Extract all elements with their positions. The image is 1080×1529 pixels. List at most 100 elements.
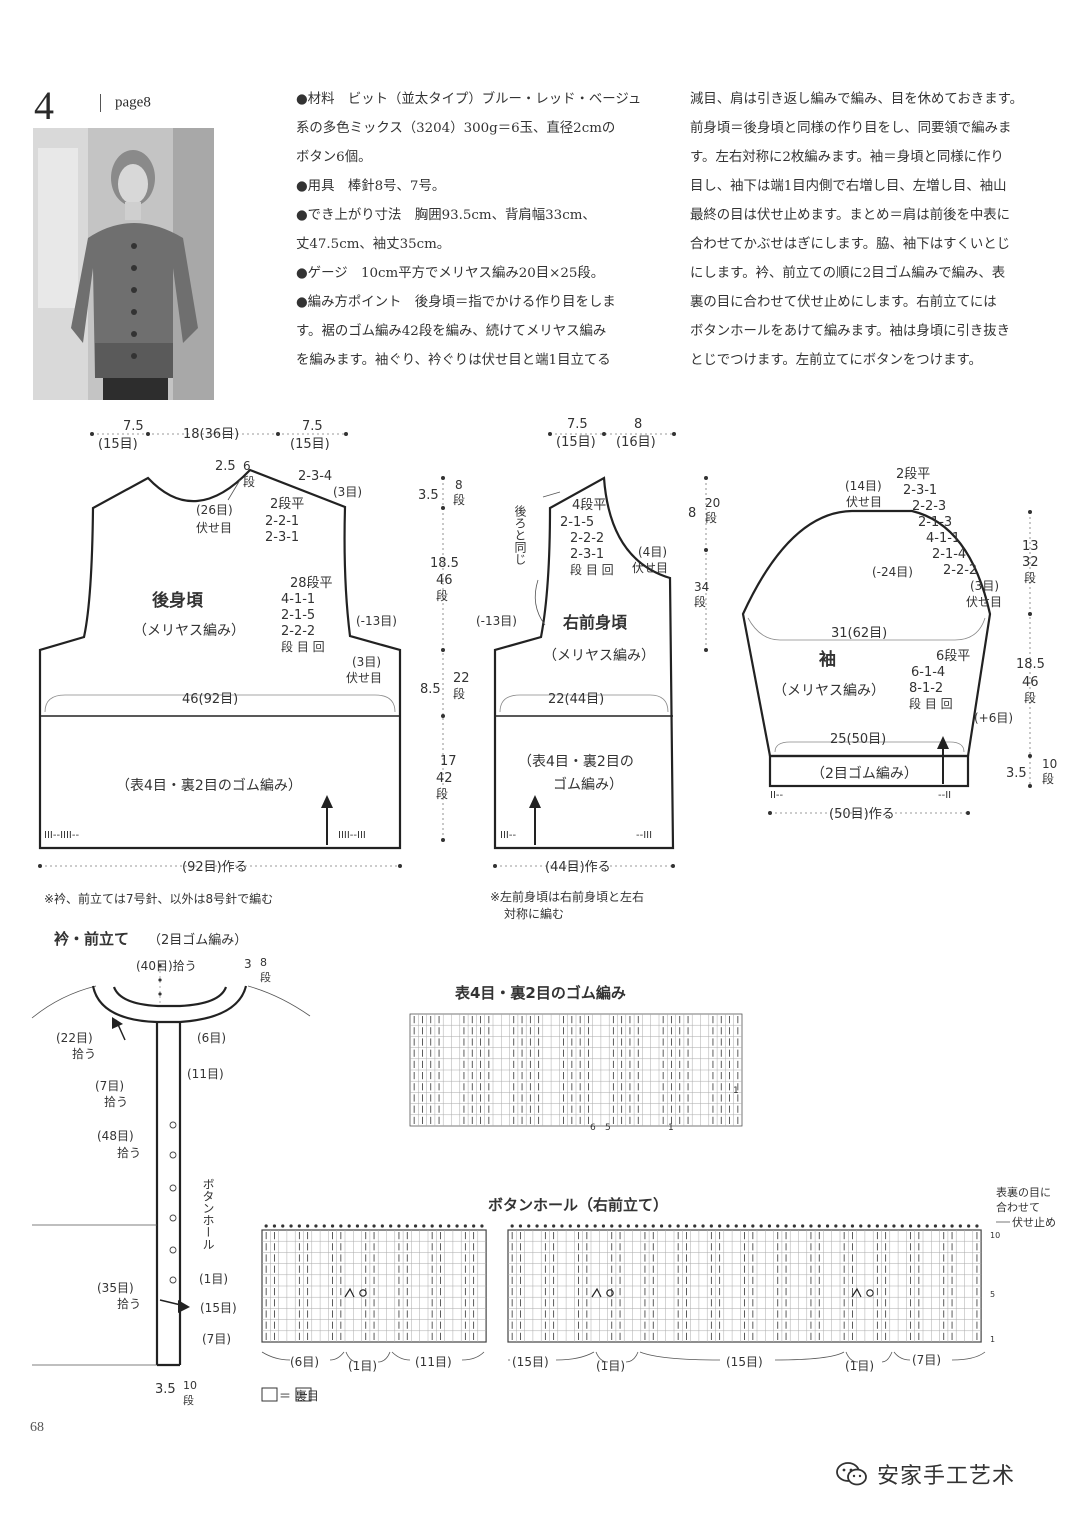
back-shoulder-label: (3目) (333, 485, 362, 499)
back-dim: 7.5 (302, 419, 323, 434)
front-side-dim: 20 (705, 496, 720, 510)
collar-title: 衿・前立て (54, 930, 129, 948)
back-neck-label: 2-2-1 (265, 514, 299, 529)
collar-label: (11目) (187, 1067, 224, 1081)
collar-label: (1目) (199, 1272, 228, 1286)
back-neck-label: 2-3-1 (265, 530, 299, 545)
sleeve-cap-label: 伏せ目 (966, 595, 1002, 609)
back-shoulder-label: 2-3-4 (298, 469, 332, 484)
body-length-dims: 3.5 8 段 18.5 46 段 8.5 22 段 17 42 段 (418, 476, 470, 842)
text-line: 目し、袖下は端1目内側で右増し目、左増し目、袖山 (690, 179, 1007, 194)
side-dim: 22 (453, 671, 470, 686)
back-cast-on: (92目)作る (182, 860, 248, 875)
side-dim: 段 (453, 492, 465, 507)
back-rib-marks: IIII--III (338, 830, 366, 841)
collar-label: 拾う (117, 1296, 141, 1311)
side-dim: 3.5 (418, 488, 439, 503)
sleeve-inc-label: 6段平 (936, 649, 970, 664)
back-armhole-label: 2-1-5 (281, 608, 315, 623)
back-neck-label: 2.5 (215, 459, 236, 474)
sleeve-diagram: (14目) 伏せ目 2段平 2-3-1 2-2-3 2-1-3 4-1-1 2-… (741, 467, 1057, 822)
collar-label: 拾う (72, 1046, 96, 1061)
text-line: す。左右対称に2枚編みます。袖＝身頃と同様に作り (690, 150, 1004, 165)
front-neck-label: 2-2-2 (570, 531, 604, 546)
sleeve-side-dim: 46 (1022, 675, 1039, 690)
back-dim: (15目) (290, 437, 330, 452)
bh-bottom-label: (1目) (596, 1359, 625, 1373)
sleeve-side-dim: 段 (1042, 771, 1054, 786)
legend-text: ＝ 裏目 (279, 1388, 319, 1403)
back-body-diagram: 7.5 (15目) 18(36目) 7.5 (15目) 2.5 6 段 (26目… (38, 419, 402, 875)
collar-label: (35目) (97, 1281, 134, 1295)
back-armhole-label: 2-2-2 (281, 624, 315, 639)
front-neck-label: 4段平 (572, 498, 606, 513)
front-neck-label: 2-3-1 (570, 547, 604, 562)
back-neck-label: 6 (243, 459, 251, 473)
sleeve-width-top: 31(62目) (831, 626, 887, 641)
front-dim: (15目) (556, 435, 596, 450)
collar-label: (22目) (56, 1031, 93, 1045)
wechat-icon (836, 1462, 867, 1486)
bh-bottom-label: (1目) (348, 1359, 377, 1373)
text-line: 前身頃＝後身頃と同様の作り目をし、同要領で編みま (690, 121, 1012, 136)
bh-bottom-label: (15目) (726, 1355, 763, 1369)
side-dim: 17 (440, 754, 457, 769)
side-dim: 46 (436, 573, 453, 588)
front-width: 22(44目) (548, 692, 604, 707)
back-neck-label: (26目) (196, 503, 233, 517)
front-title: 右前身頃 (563, 613, 628, 632)
sleeve-rib-label: （2目ゴム編み） (811, 765, 918, 782)
sleeve-cap-label: 2-1-3 (918, 515, 952, 530)
rib-chart-row: 1 (733, 1086, 739, 1096)
front-side-dim: 段 (705, 510, 717, 525)
sleeve-side-dim: 10 (1042, 757, 1057, 771)
materials-column-right: 減目、肩は引き返し編みで編み、目を休めておきます。 前身頃＝後身頃と同様の作り目… (690, 85, 1023, 375)
bh-bottom-label: (7目) (912, 1353, 941, 1367)
sleeve-title: 袖 (819, 649, 836, 670)
materials-column-left: ●材料 ビット（並太タイプ）ブルー・レッド・ベージュ 系の多色ミックス（3204… (296, 85, 641, 375)
collar-label: (15目) (200, 1301, 237, 1315)
sleeve-cap-label: 2-1-4 (932, 547, 966, 562)
sleeve-cap-label: (-24目) (872, 565, 913, 579)
front-neck-label: (4目) (638, 545, 667, 559)
back-armhole-label: 段 目 回 (281, 639, 325, 654)
front-same-note: 後ろと同じ (513, 505, 527, 565)
page-number: 68 (30, 1420, 44, 1435)
sleeve-cap-label: 2-2-2 (943, 563, 977, 578)
sleeve-side-dim: 3.5 (1006, 766, 1027, 781)
collar-label: 3 (244, 957, 252, 971)
back-armhole-label: (-13目) (356, 614, 397, 628)
sleeve-cap-label: 2-3-1 (903, 483, 937, 498)
needle-note: ※衿、前立ては7号針、以外は8号針で編む (44, 891, 273, 906)
back-armhole-label: 28段平 (290, 576, 333, 591)
front-armhole-label: (-13目) (476, 614, 517, 628)
back-width: 46(92目) (182, 692, 238, 707)
sleeve-rib-marks: --II (938, 790, 951, 801)
back-title: 後身頃 (152, 590, 204, 611)
watermark: 安家手工艺术 (835, 1458, 1015, 1490)
right-front-diagram: 7.5 (15目) 8 (16目) 後ろと同じ 4段平 2-1-5 2-2-2 … (476, 417, 720, 875)
collar-title-paren: （2目ゴム編み） (148, 932, 247, 948)
sleeve-side-dim: 13 (1022, 539, 1039, 554)
collar-band-diagram: 衿・前立て （2目ゴム編み） (40目)拾う 3 8 段 (22目) 拾う (6… (31, 930, 311, 1407)
back-armhole-label: 伏せ目 (346, 671, 382, 685)
collar-label: (48目) (97, 1129, 134, 1143)
bh-row-number: 10 (990, 1231, 1000, 1240)
rib-chart-col: 6 (590, 1123, 596, 1133)
front-side-dim: 8 (688, 506, 696, 521)
text-line: 裏の目に合わせて伏せ止めにします。右前立てには (690, 295, 997, 310)
back-dim: (15目) (98, 437, 138, 452)
sleeve-cap-label: 2段平 (896, 467, 930, 482)
sleeve-cap-label: (14目) (845, 479, 882, 493)
bh-bottom-label: (11目) (415, 1355, 452, 1369)
sleeve-width-bottom: 25(50目) (830, 732, 886, 747)
front-dim: 7.5 (567, 417, 588, 432)
text-line: 合わせてかぶせはぎにします。脇、袖下はすくいとじ (690, 237, 1011, 252)
text-line: ●でき上がり寸法 胸囲93.5cm、背肩幅33cm、 (296, 208, 596, 223)
back-dim: 7.5 (123, 419, 144, 434)
front-rib-marks: --III (636, 830, 652, 841)
back-subtitle: （メリヤス編み） (133, 623, 245, 639)
collar-label: 8 (260, 956, 267, 969)
sleeve-cap-label: (3目) (970, 579, 999, 593)
